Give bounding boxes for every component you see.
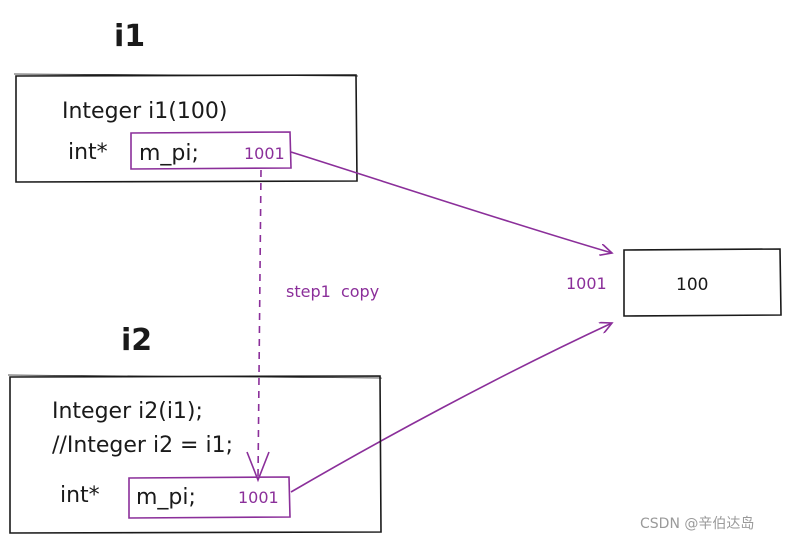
object-i1-label: i1 [114, 19, 145, 54]
object-i2-box [7, 374, 383, 534]
heap-cell-box [623, 248, 782, 317]
heap-cell-value: 100 [676, 275, 708, 295]
object-i1-pointer-type: int* [68, 140, 108, 165]
object-i2-comment: //Integer i2 = i1; [52, 433, 233, 458]
object-i1-member-name: m_pi; [139, 141, 199, 166]
heap-cell-address: 1001 [566, 274, 607, 293]
object-i2-member-address: 1001 [238, 488, 279, 507]
pointer-arrow-i2-to-heap [290, 323, 612, 493]
object-i2-label: i2 [121, 323, 152, 358]
copy-arrowhead [246, 451, 270, 483]
object-i1-declaration: Integer i1(100) [62, 99, 227, 124]
pointer-arrow-i1-to-heap [290, 151, 612, 253]
copy-step-label: step1 copy [286, 282, 379, 301]
watermark-text: CSDN @辛伯达岛 [640, 516, 754, 532]
object-i1-box [13, 73, 359, 183]
object-i1-member-box [130, 131, 292, 170]
object-i1-member-address: 1001 [244, 144, 285, 163]
copy-dashed-arrow [257, 169, 262, 479]
object-i2-member-name: m_pi; [136, 485, 196, 510]
object-i2-declaration: Integer i2(i1); [52, 399, 203, 424]
object-i2-member-box [128, 476, 291, 519]
object-i2-pointer-type: int* [60, 483, 100, 508]
